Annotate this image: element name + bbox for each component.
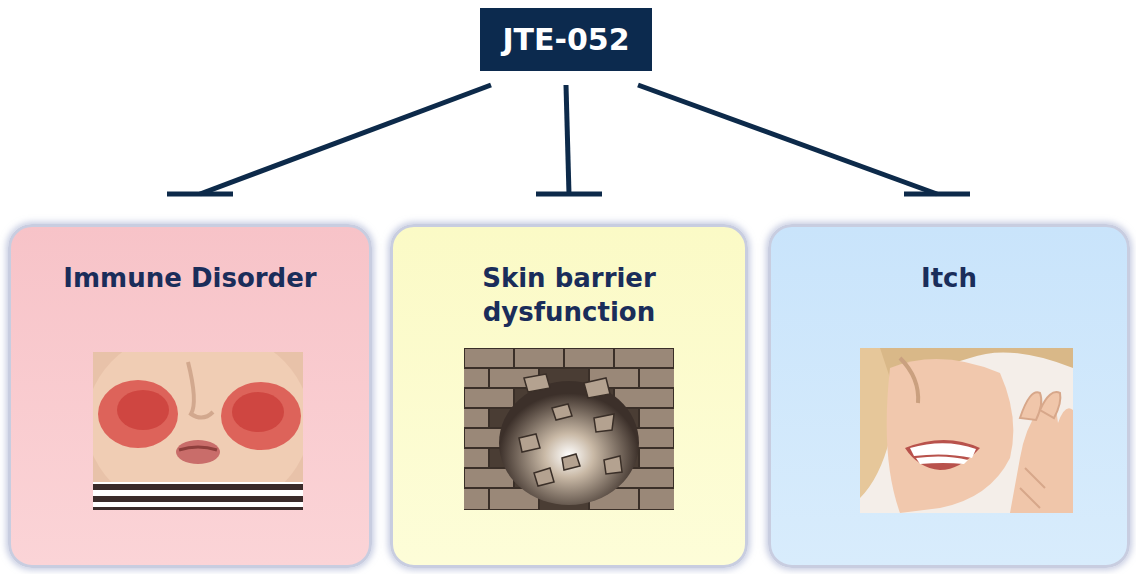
effect-box: Skin barrier dysfunction: [390, 224, 748, 568]
effect-box: Itch: [768, 224, 1130, 568]
inhibition-connector: [638, 85, 970, 194]
inhibition-connector: [536, 85, 602, 194]
effect-box: Immune Disorder: [8, 224, 372, 568]
drug-name: JTE-052: [502, 22, 629, 57]
drug-box: JTE-052: [480, 8, 651, 71]
effect-title: Skin barrier dysfunction: [434, 261, 704, 330]
baby-face-photo: [93, 352, 303, 510]
effect-title: Itch: [814, 261, 1084, 295]
inhibition-connector: [167, 85, 491, 194]
broken-wall-photo: [464, 348, 674, 510]
woman-scratching-photo: [860, 348, 1073, 513]
effect-title: Immune Disorder: [55, 261, 325, 295]
